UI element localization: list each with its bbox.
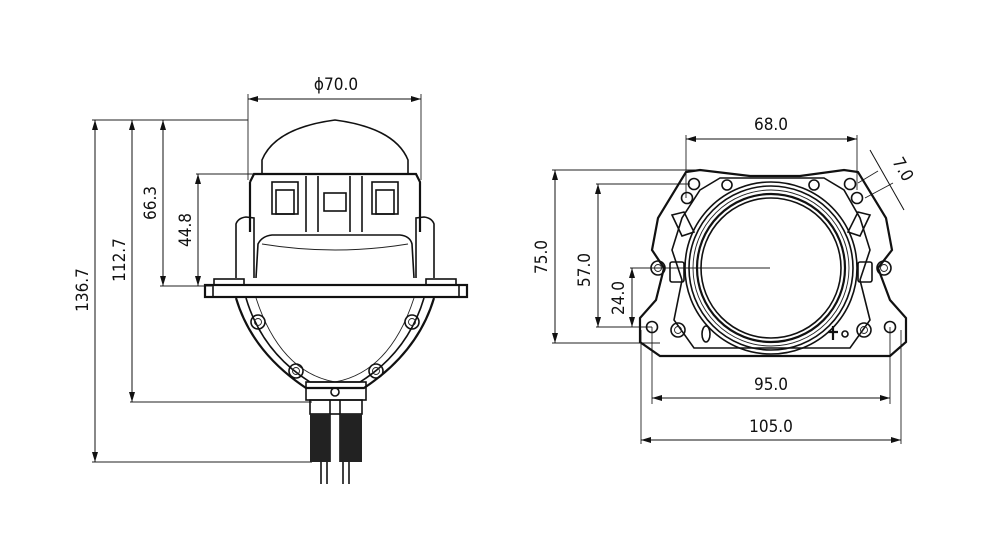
mounting-bracket — [638, 168, 908, 358]
lens-dome — [261, 119, 409, 174]
dim-line-hole-offset — [869, 149, 905, 211]
lens-glass — [700, 197, 842, 339]
torx-screw-icon — [650, 260, 892, 338]
upper-housing — [249, 172, 422, 232]
side-view: ϕ70.0 136.7 112.7 66.3 44.8 — [73, 75, 469, 484]
dim-hole-offset: 7.0 — [888, 154, 917, 185]
dim-overall-height: 75.0 — [532, 240, 552, 274]
mounting-hole-icon — [645, 177, 897, 334]
dim-inner-height: 57.0 — [575, 253, 595, 287]
front-view: 68.0 7.0 75.0 57.0 24.0 95.0 105.0 — [532, 115, 917, 444]
dim-lens-height: 44.8 — [176, 213, 196, 247]
connector-base — [305, 381, 367, 401]
mounting-flange — [203, 283, 469, 299]
lens-outer-ring — [684, 181, 858, 355]
left-arm — [235, 216, 255, 278]
torx-screw-icon — [250, 314, 420, 379]
dim-top-span: 68.0 — [754, 115, 788, 135]
dim-lens-diameter: ϕ70.0 — [314, 75, 358, 95]
dim-height-connector: 112.7 — [110, 238, 130, 282]
dim-total-height: 136.7 — [73, 268, 93, 312]
connector-pins — [320, 462, 350, 484]
dim-hole-span: 95.0 — [754, 375, 788, 395]
dim-height-flange: 66.3 — [141, 186, 161, 220]
dim-center-height: 24.0 — [609, 281, 629, 315]
dim-overall-width: 105.0 — [749, 417, 793, 437]
lower-housing — [234, 297, 436, 390]
right-arm — [415, 216, 435, 278]
threaded-stud — [310, 414, 362, 462]
